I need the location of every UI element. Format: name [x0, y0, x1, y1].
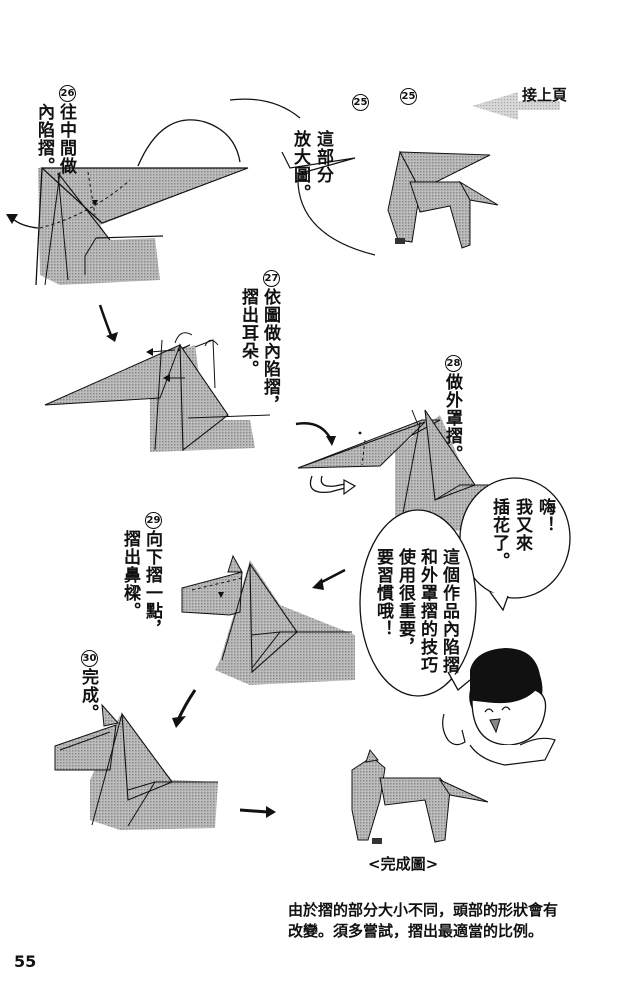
continue-arrow-icon [472, 92, 560, 120]
step-30-instruction: 30 完成。 [78, 650, 98, 722]
step-26-number: 26 [59, 85, 76, 102]
speech-bubble-1-line-2: 我又來 [512, 498, 532, 552]
step-28-instruction: 28 做外罩摺。 [442, 355, 462, 465]
step-25-number-small: 25 [352, 94, 369, 111]
finished-dog-figure [351, 748, 489, 844]
speech-bubble-2-line-3: 使用很重要， [395, 548, 415, 656]
step-27-number: 27 [263, 270, 280, 287]
step-28-number: 28 [445, 355, 462, 372]
step-25-number: 25 [400, 88, 417, 105]
continue-from-previous-label: 接上頁 [522, 86, 568, 104]
footnote-line-1: 由於摺的部分大小不同，頭部的形狀會有 [288, 901, 559, 919]
speech-bubble-2: 這個作品內陷摺 和外罩摺的技巧 使用很重要， 要習慣哦！ [372, 548, 459, 674]
speech-bubble-1: 嗨！ 我又來 插花了。 [488, 498, 555, 570]
speech-bubble-2-line-1: 這個作品內陷摺 [439, 548, 459, 674]
speech-bubble-2-shape [359, 509, 477, 697]
step-26-line-1: 往中間做 [56, 103, 76, 175]
step-26-figure [6, 119, 249, 286]
speech-bubble-1-line-1: 嗨！ [535, 498, 555, 534]
zoom-callout [229, 98, 376, 256]
zoom-callout-line-1: 這部分 [313, 130, 333, 184]
step-27-line-1: 依圖做內陷摺， [260, 288, 280, 414]
footnote: 由於摺的部分大小不同，頭部的形狀會有 改變。須多嘗試，摺出最適當的比例。 [288, 900, 558, 942]
page-number: 55 [14, 952, 37, 971]
zoom-callout-text: 這部分 放大圖。 [290, 130, 333, 202]
speech-bubble-1-tail [489, 591, 509, 612]
speech-bubble-1-line-3: 插花了。 [489, 498, 509, 570]
step-30-figure [54, 703, 276, 830]
speech-bubble-2-tail [447, 671, 471, 692]
step-27-figure [44, 304, 271, 452]
step-28-line-1: 做外罩摺。 [442, 373, 462, 463]
step-29-figure [172, 554, 355, 728]
character-boy [442, 648, 556, 766]
step-29-line-1: 向下摺一點， [142, 530, 162, 638]
step-27-line-2: 摺出耳朵。 [238, 288, 258, 378]
step-29-instruction: 29 向下摺一點， 摺出鼻樑。 [120, 512, 162, 638]
step-30-line-1: 完成。 [78, 668, 98, 722]
step-29-line-2: 摺出鼻樑。 [120, 530, 140, 620]
speech-bubble-2-line-4: 要習慣哦！ [373, 548, 393, 638]
footnote-line-2: 改變。須多嘗試，摺出最適當的比例。 [288, 922, 544, 940]
step-26-line-2: 內陷摺。 [34, 103, 54, 175]
step-27-instruction: 27 依圖做內陷摺， 摺出耳朵。 [238, 270, 280, 414]
step-25-figure [387, 150, 499, 249]
step-30-number: 30 [81, 650, 98, 667]
zoom-callout-line-2: 放大圖。 [290, 130, 310, 202]
step-26-instruction: 26 往中間做 內陷摺。 [34, 85, 76, 185]
finished-figure-caption: <完成圖> [368, 855, 439, 873]
speech-bubble-2-line-2: 和外罩摺的技巧 [417, 548, 437, 674]
step-29-number: 29 [145, 512, 162, 529]
